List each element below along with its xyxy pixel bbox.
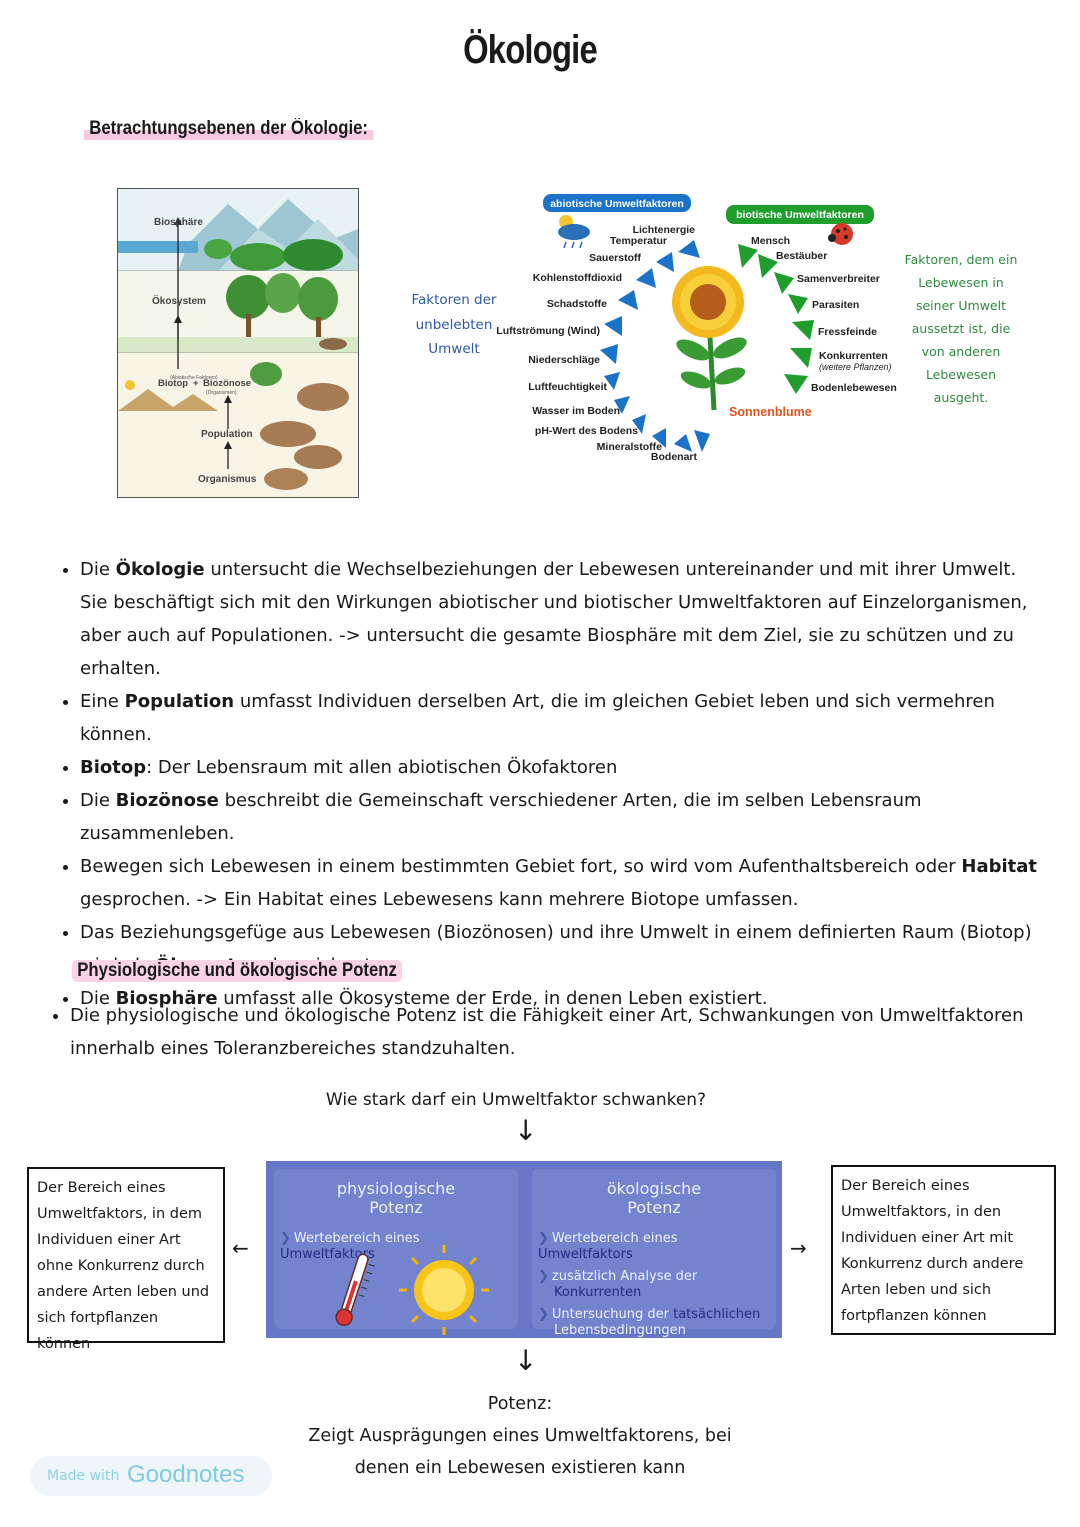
oeko-item-3: ❯Untersuchung der tatsächlichen Lebensbe… [538,1307,761,1338]
potenz-result: Potenz: Zeigt Ausprägungen eines Umweltf… [280,1388,760,1484]
factor-wasser-im-boden: Wasser im Boden [532,405,620,417]
level-biozoenose: Biozönose [203,378,251,389]
arrow-down-icon: ↓ [514,1114,538,1147]
arrow-left-icon: ← [232,1236,249,1260]
oeko-item-1: ❯Wertebereich eines Umweltfaktors [538,1231,678,1262]
weather-icon [558,215,590,249]
result-text: Zeigt Ausprägungen eines Umweltfaktorens… [308,1426,732,1478]
factor-sauerstoff: Sauerstoff [589,252,641,264]
oekologische-potenz-card: ökologische Potenz ❯Wertebereich eines U… [532,1169,776,1338]
level-abiotische-faktoren: (Abiotische Faktoren) [170,375,218,381]
factor-niederschlaege: Niederschläge [528,354,600,366]
factor-weitere-pflanzen: (weitere Pflanzen) [819,362,892,372]
factor-kohlenstoffdioxid: Kohlenstoffdioxid [533,272,622,284]
biotic-header: biotische Umweltfaktoren [736,209,864,221]
ecology-levels-illustration: Biosphäre Ökosystem (Abiotische Faktoren… [117,188,359,498]
potenz-definition: Die physiologische und ökologische Poten… [30,999,1030,1065]
level-plus: + [193,378,199,389]
oeko-title-1: ökologische [606,1179,702,1198]
note-unbelebte-umwelt: Faktoren der unbelebten Umwelt [411,292,497,357]
list-item: Eine Population umfasst Individuen derse… [80,685,1040,751]
list-item: Die Biozönose beschreibt die Gemeinschaf… [80,784,1040,850]
section-heading-potenz: Physiologische und ökologische Potenz [72,960,403,982]
umweltfaktoren-diagram: abiotische Umweltfaktoren biotische Umwe… [496,190,906,470]
note-biotische-faktoren: Faktoren, dem ein Lebewesen in seiner Um… [904,252,1018,405]
factor-bodenart: Bodenart [651,451,698,463]
result-title: Potenz: [487,1394,553,1414]
potenz-comparison-panel: physiologische Potenz ❯Wertebereich eine… [266,1161,782,1338]
level-organismus: Organismus [198,474,257,485]
level-population: Population [201,429,253,440]
physio-item: ❯Wertebereich eines Umweltfaktors [280,1231,420,1262]
level-organismen: (Organismen) [206,390,237,396]
factor-mineralstoffe: Mineralstoffe [597,441,663,453]
factor-samenverbreiter: Samenverbreiter [797,273,880,285]
factor-mensch: Mensch [751,235,790,247]
section-heading-levels: Betrachtungsebenen der Ökologie: [84,118,374,140]
chevron-right-icon: ❯ [538,1307,549,1322]
physiologische-potenz-definition: Der Bereich eines Umweltfaktors, in dem … [27,1167,225,1352]
abiotic-header: abiotische Umweltfaktoren [550,198,684,210]
arrow-right-icon: → [790,1236,807,1260]
factor-temperatur: Temperatur [610,235,667,247]
factor-ph-wert: pH-Wert des Bodens [535,425,638,437]
ladybug-icon [828,223,853,245]
factor-konkurrenten: Konkurrenten [819,350,888,362]
physio-title-2: Potenz [369,1198,423,1217]
physio-title-1: physiologische [336,1179,456,1198]
definitions-list: Die Ökologie untersucht die Wechselbezie… [40,553,1040,1015]
sunflower-icon [672,266,747,411]
factor-parasiten: Parasiten [812,299,859,311]
list-item: Bewegen sich Lebewesen in einem bestimmt… [80,850,1040,916]
physiologische-potenz-card: physiologische Potenz ❯Wertebereich eine… [274,1169,518,1335]
list-item: Die Ökologie untersucht die Wechselbezie… [80,553,1040,685]
factor-lichtenergie: Lichtenergie [633,224,696,236]
chevron-right-icon: ❯ [280,1231,291,1246]
factor-bodenlebewesen: Bodenlebewesen [811,382,897,394]
level-biotop: Biotop [158,378,188,389]
oeko-item-2: ❯zusätzlich Analyse der Konkurrenten [538,1269,698,1300]
list-item: Die physiologische und ökologische Poten… [70,999,1030,1065]
level-biosphaere: Biosphäre [154,217,203,228]
goodnotes-logo: Goodnotes [127,1461,245,1488]
factor-schadstoffe: Schadstoffe [547,298,607,310]
oeko-title-2: Potenz [627,1198,681,1217]
sonnenblume-label: Sonnenblume [729,405,812,419]
factor-luftstroemung: Luftströmung (Wind) [496,325,600,337]
oekologische-potenz-definition: Der Bereich eines Umweltfaktors, in den … [831,1165,1056,1335]
list-item: Biotop: Der Lebensraum mit allen abiotis… [80,751,1040,784]
chevron-right-icon: ❯ [538,1269,549,1284]
arrow-down-icon: ↓ [514,1344,538,1377]
list-item: Die Biosphäre umfasst alle Ökosysteme de… [80,982,1040,1015]
factor-fressfeinde: Fressfeinde [818,326,877,338]
level-oekosystem: Ökosystem [152,294,206,307]
question-text: Wie stark darf ein Umweltfaktor schwanke… [325,1090,707,1110]
factor-bestaeuber: Bestäuber [776,250,827,262]
thermometer-sun-icon [335,1245,489,1335]
goodnotes-badge: Made with Goodnotes [30,1456,272,1496]
factor-luftfeuchtigkeit: Luftfeuchtigkeit [528,381,607,393]
chevron-right-icon: ❯ [538,1231,549,1246]
page-title: Ökologie [463,28,598,72]
made-with-label: Made with [47,1468,120,1484]
